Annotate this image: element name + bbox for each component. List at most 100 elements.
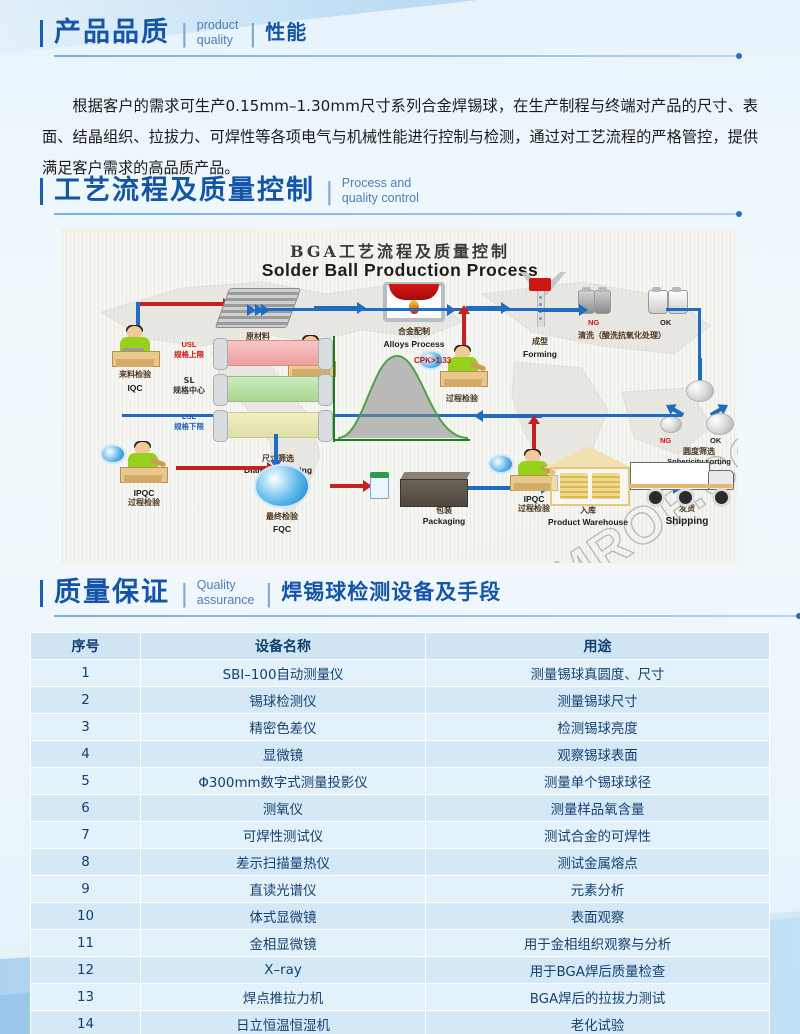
cell-name: 测氧仪	[140, 794, 426, 822]
warehouse-icon	[544, 446, 632, 506]
cell-name: 焊点推拉力机	[140, 983, 426, 1011]
cell-name: 精密色差仪	[140, 713, 426, 741]
usl-label-cn: 规格上限	[174, 350, 204, 359]
cell-no: 8	[30, 848, 141, 876]
node-diameter-sieving: 尺寸筛选 Diameter sieving	[210, 338, 346, 475]
heading-product-quality: 产品品质 | product quality | 性能	[40, 17, 742, 59]
node-ipqc-bottom-label-en: IPQC	[523, 494, 545, 504]
node-ipqc-bottom: IPQC 过程检验	[486, 449, 582, 514]
cell-purpose: BGA焊后的拉拔力测试	[425, 983, 770, 1011]
node-shipping-label-cn: 发货	[679, 504, 695, 513]
column-header-purpose: 用途	[425, 632, 770, 660]
sphericity-ok-label: OK	[710, 436, 722, 445]
cell-name: X–ray	[140, 956, 426, 984]
line-cleaning-right	[666, 308, 700, 311]
node-ipqc-bottom-label-cn: 过程检验	[518, 504, 550, 513]
heading-accent-bar	[40, 178, 43, 205]
node-forming-label-cn: 成型	[532, 337, 548, 346]
cell-purpose: 测量锡球尺寸	[425, 686, 770, 714]
cell-name: SBI–100自动测量仪	[140, 659, 426, 687]
heading-title-en: Quality assurance	[197, 578, 255, 608]
intro-paragraph: 根据客户的需求可生产0.15mm–1.30mm尺寸系列合金焊锡球，在生产制程与终…	[42, 97, 758, 177]
node-ipqc-left: IPQC 过程检验	[96, 441, 192, 508]
cleaning-ng-label: NG	[588, 318, 600, 327]
section-quality-assurance: 质量保证 | Quality assurance | 焊锡球检测设备及手段	[40, 577, 800, 619]
node-ipqc-left-label-cn: 过程检验	[128, 498, 160, 507]
heading-accent-bar	[40, 20, 43, 47]
node-alloys-label-cn: 合金配制	[398, 327, 430, 336]
cell-purpose: 测试合金的可焊性	[425, 821, 770, 849]
cell-no: 11	[30, 929, 141, 957]
truck-icon	[630, 460, 738, 507]
heading-accent-bar	[40, 580, 43, 607]
heading-title-en-line2: assurance	[196, 592, 255, 607]
cell-no: 4	[30, 740, 141, 768]
line-forming-row	[258, 308, 540, 311]
node-cleaning-label-cn: 清洗（酸洗抗氧化处理）	[578, 331, 666, 340]
diagram-title-en: Solder Ball Production Process	[261, 260, 539, 280]
usl-code: USL	[181, 340, 197, 349]
section-product-quality: 产品品质 | product quality | 性能	[40, 17, 742, 59]
cell-name: 体式显微镜	[140, 902, 426, 930]
heading-underline	[54, 52, 742, 59]
arrow-forming-to-cleaning	[538, 304, 588, 316]
cell-name: Φ300mm数字式测量投影仪	[140, 767, 426, 795]
heading-separator-1: |	[181, 577, 188, 608]
cell-no: 12	[30, 956, 141, 984]
node-packaging-label-en: Packaging	[422, 515, 466, 526]
label-sl: SL 规格中心	[166, 376, 212, 396]
worker-figure-icon	[112, 325, 160, 367]
heading-subtitle-cn: 焊锡球检测设备及手段	[281, 581, 502, 605]
label-lsl: LSL 规格下限	[166, 412, 212, 432]
cell-purpose: 检测锡球亮度	[425, 713, 770, 741]
cleaning-ok-label: OK	[660, 318, 672, 327]
arrow-fqc-to-packaging	[330, 480, 372, 492]
heading-title-cn: 产品品质	[54, 17, 170, 48]
cell-name: 可焊性测试仪	[140, 821, 426, 849]
node-shipping-label-en: Shipping	[665, 515, 709, 527]
solder-ball-ng-icon	[660, 416, 682, 433]
heading-underline	[54, 210, 742, 217]
column-header-no: 序号	[30, 632, 141, 660]
process-flow-diagram: BGA工艺流程及质量控制 Solder Ball Production Proc…	[62, 228, 738, 563]
cell-name: 直读光谱仪	[140, 875, 426, 903]
node-forming-label-en: Forming	[523, 348, 557, 359]
node-process-check-mid: 过程检验	[414, 345, 510, 404]
cell-no: 9	[30, 875, 141, 903]
node-alloys-process: 合金配制 Alloys Process	[366, 282, 462, 349]
node-iqc-label-en: IQC	[127, 382, 143, 393]
node-warehouse-label-en: Product Warehouse	[548, 516, 628, 527]
node-fqc-label-cn: 最终检验	[266, 512, 298, 521]
cell-purpose: 老化试验	[425, 1010, 770, 1034]
section-process-control: 工艺流程及质量控制 | Process and quality control	[40, 176, 742, 217]
node-material-label-cn: 原材料	[246, 332, 270, 341]
heading-title-en-line2: quality control	[341, 190, 419, 205]
cell-purpose: 用于金相组织观察与分析	[425, 929, 770, 957]
heading-title-cn: 质量保证	[54, 577, 170, 608]
arrow-ipqc-bottom-up	[528, 415, 540, 454]
magnifier-icon	[418, 350, 444, 370]
cell-no: 5	[30, 767, 141, 795]
diagram-title-cn: BGA工艺流程及质量控制	[290, 242, 510, 261]
heading-title-en-line2: quality	[196, 32, 233, 47]
node-forming: 成型 Forming	[502, 272, 578, 359]
forming-tower-icon	[520, 272, 566, 334]
node-diameter-label-cn: 尺寸筛选	[262, 454, 294, 463]
arrow-sieve-down	[274, 434, 278, 460]
column-header-name: 设备名称	[140, 632, 426, 660]
heading-separator-1: |	[181, 17, 188, 48]
cell-no: 10	[30, 902, 141, 930]
node-warehouse-label-cn: 入库	[580, 506, 596, 515]
cell-purpose: 观察锡球表面	[425, 740, 770, 768]
node-alloys-label-en: Alloys Process	[383, 338, 445, 349]
node-iqc-label-cn: 来料检验	[119, 370, 151, 379]
solder-ball-ok-icon	[706, 413, 734, 435]
